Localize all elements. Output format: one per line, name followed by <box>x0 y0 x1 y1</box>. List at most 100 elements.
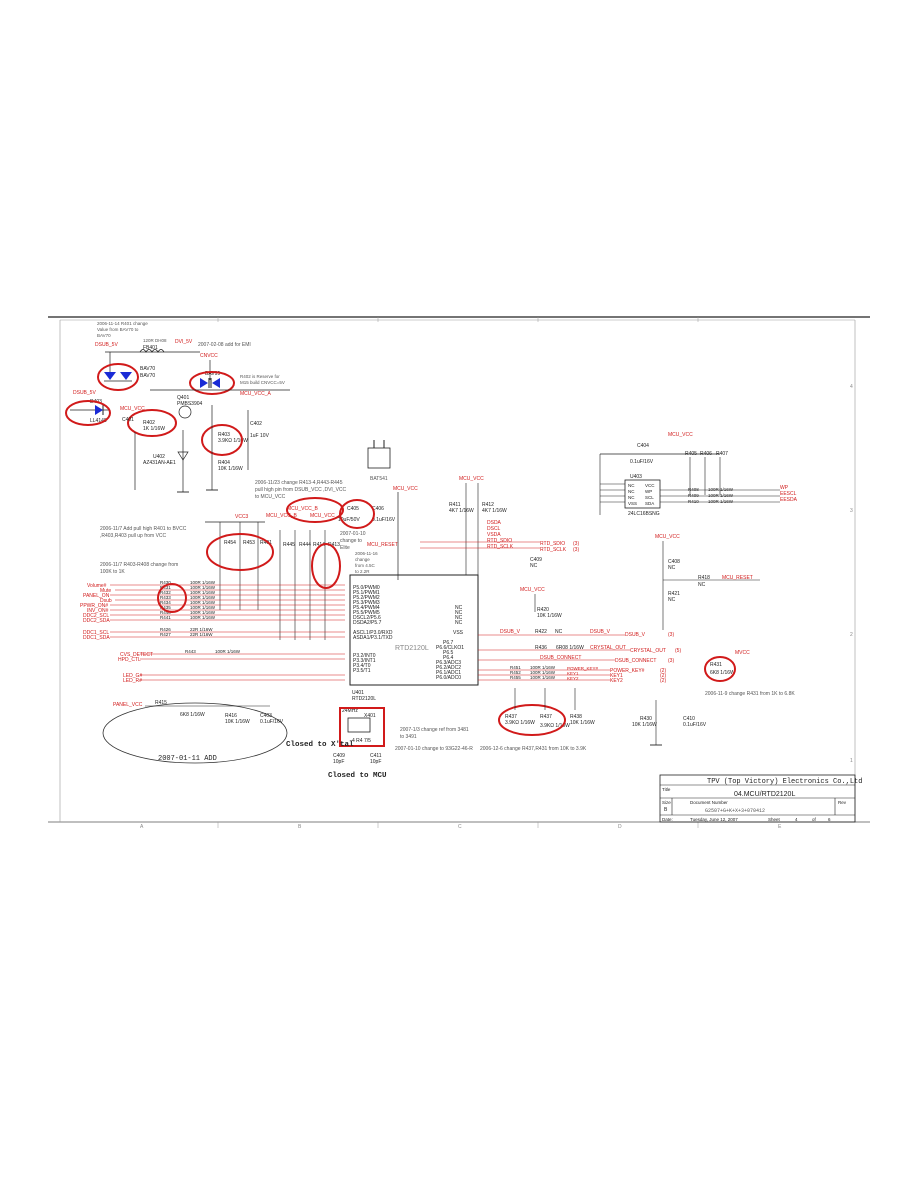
sheet-title: 04.MCU/RTD2120L <box>734 791 795 798</box>
svg-text:NC: NC <box>555 629 563 635</box>
svg-text:R430: R430 <box>640 716 652 722</box>
pin-p6-3: P6.3/ADC3 <box>436 660 461 666</box>
svg-text:U402: U402 <box>153 454 165 460</box>
svg-text:10K 1/16W: 10K 1/16W <box>225 719 250 725</box>
svg-text:(3): (3) <box>573 541 579 547</box>
date-label: Date: <box>662 817 673 822</box>
svg-text:(2): (2) <box>660 673 666 679</box>
pin-p6-1: P6.1/ADC1 <box>436 670 461 676</box>
company-name: TPV (Top Victory) Electronics Co.,Ltd <box>707 778 862 786</box>
svg-text:100R 1/16W: 100R 1/16W <box>190 605 216 610</box>
highlight-r402 <box>127 409 177 437</box>
svg-text:R410: R410 <box>688 499 699 504</box>
svg-text:10pF: 10pF <box>333 759 344 765</box>
svg-text:MCU_VCC: MCU_VCC <box>459 476 484 482</box>
highlight-r403 <box>201 424 243 456</box>
svg-text:R405: R405 <box>685 451 697 457</box>
svg-text:R434: R434 <box>160 600 171 605</box>
svg-text:R422: R422 <box>535 629 547 635</box>
svg-text:6K8 1/16W: 6K8 1/16W <box>180 712 205 718</box>
note-pullup-3: to MCU_VCC <box>255 494 286 500</box>
pin-p6-6: P6.6/CLKO1 <box>436 645 464 651</box>
svg-text:4 R4 7/5: 4 R4 7/5 <box>352 738 371 744</box>
svg-text:from 4.5C: from 4.5C <box>355 563 376 568</box>
svg-text:KEY2: KEY2 <box>567 676 579 681</box>
svg-text:100R 1/16W: 100R 1/16W <box>530 670 556 675</box>
svg-text:R433: R433 <box>160 595 171 600</box>
svg-text:R418: R418 <box>698 575 710 581</box>
svg-text:3.9KΩ 1/16W: 3.9KΩ 1/16W <box>540 723 570 729</box>
svg-text:NC: NC <box>698 582 706 588</box>
svg-text:VSS: VSS <box>628 501 637 506</box>
pin-p6-5: P6.5 <box>443 650 454 656</box>
svg-text:R441: R441 <box>160 615 171 620</box>
svg-text:MCU_RESET: MCU_RESET <box>722 575 753 581</box>
pin-p3-3: P3.3/INT1 <box>353 658 376 664</box>
svg-text:BAV70: BAV70 <box>97 333 111 338</box>
net-key2: KEY2 <box>610 678 623 684</box>
svg-text:MCU_VCC_B: MCU_VCC_B <box>266 513 298 519</box>
svg-text:1uF 10V: 1uF 10V <box>250 433 270 439</box>
svg-text:change: change <box>355 557 370 562</box>
svg-text:R411: R411 <box>449 502 461 508</box>
svg-text:3.9KΩ 1/16W: 3.9KΩ 1/16W <box>505 720 535 726</box>
power-section: DSUB_5V DVI_5V 2006-11-14 R401 change Va… <box>65 321 290 493</box>
svg-text:R435: R435 <box>160 605 171 610</box>
svg-text:100R 1/16W: 100R 1/16W <box>190 580 216 585</box>
svg-text:R432: R432 <box>160 590 171 595</box>
svg-text:M15 build CNVCC=5V: M15 build CNVCC=5V <box>240 380 285 385</box>
reset-section: MCU_VCC C408 NC R421 NC R418 NC MCU_RESE… <box>632 534 795 746</box>
svg-text:6R08 1/16W: 6R08 1/16W <box>556 645 584 651</box>
cnvcc-label: CNVCC <box>200 353 218 359</box>
c404-label: C404 <box>637 443 649 449</box>
vcc3-label: VCC3 <box>235 514 249 520</box>
fb401-label: FB401 <box>143 345 158 351</box>
date-value: Tuesday, June 12, 2007 <box>690 817 738 822</box>
title-block: TPV (Top Victory) Electronics Co.,Ltd Ti… <box>659 774 862 823</box>
d403-label: LL4148 <box>90 418 107 424</box>
svg-text:R444: R444 <box>299 542 311 548</box>
svg-text:1: 1 <box>850 758 853 764</box>
highlight-mcu-vcc-b <box>286 497 344 523</box>
svg-text:RTD2120L: RTD2120L <box>352 696 376 702</box>
svg-text:3: 3 <box>850 508 853 514</box>
pin-p5-6: DSCL2/P5.6 <box>353 615 381 621</box>
svg-text:R407: R407 <box>716 451 728 457</box>
svg-text:(3): (3) <box>573 547 579 553</box>
highlight-r401-group <box>206 533 274 571</box>
svg-text:NC: NC <box>628 495 635 500</box>
svg-text:R443: R443 <box>185 649 196 654</box>
svg-text:0.1uF/16V: 0.1uF/16V <box>630 459 654 465</box>
svg-text:(5): (5) <box>675 648 681 654</box>
svg-text:NC: NC <box>668 565 676 571</box>
svg-text:POWER_KEY#: POWER_KEY# <box>567 666 599 671</box>
svg-text:R451: R451 <box>510 665 521 670</box>
d401-label: BAV99 <box>205 371 220 377</box>
svg-text:Elite: Elite <box>340 545 350 551</box>
eeprom-u403: MCU_VCC C404 0.1uF/16V R405 R406 R407 U4… <box>599 432 798 517</box>
svg-text:0.1uF/16V: 0.1uF/16V <box>260 719 284 725</box>
net-ddc1-scl: DDC1_SCL <box>83 630 109 636</box>
svg-text:,R403,R403 pull up from VCC: ,R403,R403 pull up from VCC <box>100 533 167 539</box>
pin-p6-2: P6.2/ADC2 <box>436 665 461 671</box>
svg-text:C402: C402 <box>250 421 262 427</box>
svg-text:(2): (2) <box>660 668 666 674</box>
note-r431: 2006-11-9 change R431 from 1K to 6.8K <box>705 691 795 697</box>
net-dsub-v: DSUB_V <box>500 629 521 635</box>
svg-text:120R DH08: 120R DH08 <box>143 338 167 343</box>
note-r403: 2006-11/7 R403-R408 change from <box>100 562 178 568</box>
svg-text:2: 2 <box>850 632 853 638</box>
svg-text:E: E <box>778 824 782 830</box>
svg-text:10pF: 10pF <box>370 759 381 765</box>
svg-text:DSUB_CONNECT: DSUB_CONNECT <box>540 655 581 661</box>
svg-text:C403: C403 <box>260 713 272 719</box>
svg-text:R437: R437 <box>505 714 517 720</box>
svg-text:R413: R413 <box>328 542 340 548</box>
svg-text:R420: R420 <box>537 607 549 613</box>
svg-text:SDA: SDA <box>645 501 654 506</box>
u403-label: U403 <box>630 474 642 480</box>
net-wp: WP <box>780 485 789 491</box>
svg-text:22R 1/16W: 22R 1/16W <box>190 627 213 632</box>
svg-text:100R 1/16W: 100R 1/16W <box>215 649 241 654</box>
svg-text:10K 1/16W: 10K 1/16W <box>632 722 657 728</box>
